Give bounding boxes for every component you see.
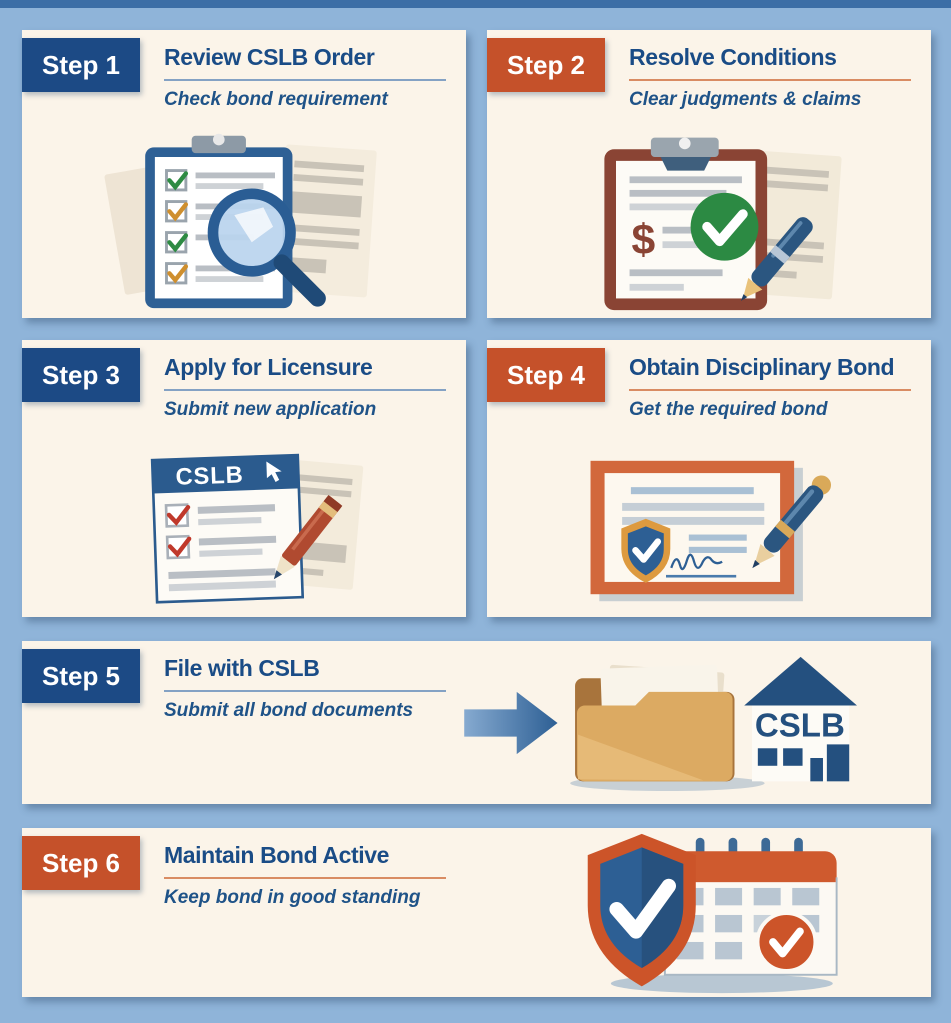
step-5-title-rule [164, 690, 446, 692]
clipboard-dollar-check-pen-icon: $ [554, 124, 864, 319]
document-lines-icon [629, 176, 742, 291]
step-3-card: Step 3 Apply for Licensure Submit new ap… [22, 340, 466, 617]
step-2-badge: Step 2 [487, 38, 605, 92]
shield-calendar-check-icon [581, 832, 853, 1001]
step-4-badge: Step 4 [487, 348, 605, 402]
step-6-card: Step 6 Maintain Bond Active Keep bond in… [22, 828, 931, 997]
step-3-title-rule [164, 389, 446, 391]
step-6-illustration [587, 833, 838, 994]
clipboard-checklist-magnifier-icon [89, 124, 399, 319]
shield-icon [587, 833, 696, 987]
step-4-illustration [590, 460, 832, 602]
step-4-card: Step 4 Obtain Disciplinary Bond Get the … [487, 340, 931, 617]
step-4-subtitle: Get the required bond [629, 399, 828, 420]
green-check-circle-icon [690, 192, 759, 261]
step-2-subtitle: Clear judgments & claims [629, 89, 862, 110]
cslb-building-label: CSLB [755, 708, 845, 745]
step-3-badge-label: Step 3 [41, 359, 121, 390]
application-form-icon: CSLB [150, 453, 305, 604]
dollar-sign-icon: $ [632, 216, 656, 264]
step-4-title-rule [629, 389, 911, 391]
cslb-building-icon: CSLB [744, 656, 857, 782]
step-6-header: Maintain Bond Active Keep bond in good s… [164, 842, 460, 909]
step-1-badge-label: Step 1 [41, 49, 121, 80]
step-3-title: Apply for Licensure [164, 354, 373, 380]
signature-icon [666, 553, 737, 578]
step-2-title: Resolve Conditions [629, 44, 837, 70]
step-4-title: Obtain Disciplinary Bond [629, 354, 895, 380]
pencil-icon [273, 495, 343, 580]
step-2-illustration: $ [604, 137, 842, 311]
step-3-subtitle: Submit new application [164, 399, 377, 420]
step-5-subtitle: Submit all bond documents [164, 700, 414, 721]
certificate-shield-pen-icon [564, 438, 854, 615]
step-6-title: Maintain Bond Active [164, 842, 389, 868]
step-2-title-rule [629, 79, 911, 81]
cslb-form-pencil-icon: CSLB [109, 438, 379, 615]
step-1-subtitle: Check bond requirement [164, 89, 388, 110]
step-1-badge: Step 1 [22, 38, 140, 92]
step-1-illustration [104, 133, 377, 309]
pen-icon [752, 475, 832, 569]
step-3-header: Apply for Licensure Submit new applicati… [164, 354, 460, 421]
step-4-header: Obtain Disciplinary Bond Get the require… [629, 354, 925, 421]
cslb-form-label: CSLB [175, 462, 244, 490]
step-5-badge: Step 5 [22, 649, 140, 703]
folder-icon [575, 664, 735, 782]
calendar-check-circle-icon [755, 911, 818, 973]
step-5-card: Step 5 File with CSLB Submit all bond do… [22, 641, 931, 804]
step-5-header: File with CSLB Submit all bond documents [164, 655, 460, 722]
step-3-badge: Step 3 [22, 348, 140, 402]
step-3-illustration: CSLB [150, 453, 364, 604]
step-2-badge-label: Step 2 [506, 49, 586, 80]
cursor-icon [266, 461, 282, 483]
step-5-title: File with CSLB [164, 655, 320, 681]
step-5-illustration: CSLB [464, 656, 857, 792]
pen-icon [740, 217, 813, 301]
step-1-title-rule [164, 79, 446, 81]
step-6-badge-label: Step 6 [41, 847, 121, 878]
step-1-header: Review CSLB Order Check bond requirement [164, 44, 460, 111]
arrow-folder-cslb-building-icon: CSLB [457, 653, 907, 798]
certificate-icon [590, 460, 795, 595]
step-4-badge-label: Step 4 [506, 359, 586, 390]
step-2-header: Resolve Conditions Clear judgments & cla… [629, 44, 925, 111]
step-6-subtitle: Keep bond in good standing [164, 887, 421, 908]
step-1-card: Step 1 Review CSLB Order Check bond requ… [22, 30, 466, 318]
arrow-icon [464, 691, 558, 755]
step-2-card: Step 2 Resolve Conditions Clear judgment… [487, 30, 931, 318]
step-6-title-rule [164, 877, 446, 879]
step-1-title: Review CSLB Order [164, 44, 375, 70]
top-border-strip [0, 0, 951, 8]
magnifying-glass-icon [207, 188, 326, 307]
shield-seal-icon [621, 518, 671, 583]
step-5-badge-label: Step 5 [41, 660, 121, 691]
step-6-badge: Step 6 [22, 836, 140, 890]
